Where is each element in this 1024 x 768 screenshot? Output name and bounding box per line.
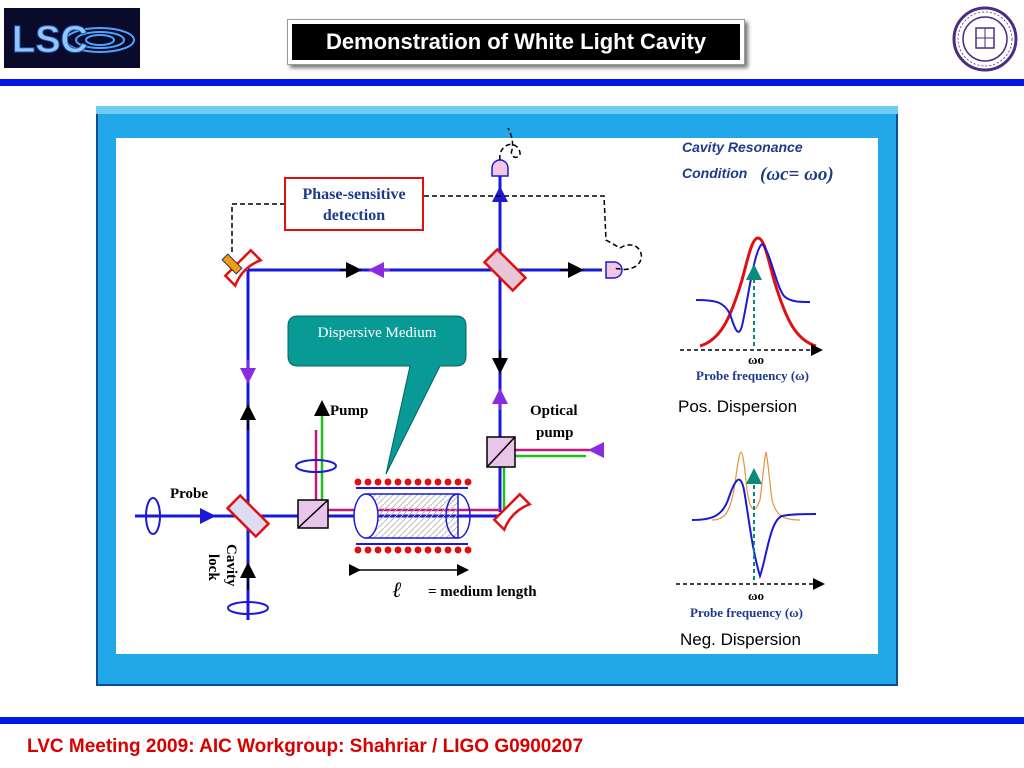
- detectors: [491, 159, 623, 279]
- title-box: Demonstration of White Light Cavity: [287, 19, 745, 65]
- neg-dispersion-plot: ωo Probe frequency (ω) Neg. Dispersion: [676, 451, 825, 649]
- detector-right: [605, 261, 623, 279]
- piezo-element: [221, 253, 243, 275]
- neg-omega-o: ωo: [748, 588, 764, 603]
- dispersive-medium-callout: Dispersive Medium: [287, 315, 467, 475]
- probe-label: Probe: [170, 486, 208, 502]
- mirror-bottom-left: [225, 493, 271, 539]
- cavity-lock-line2: lock: [205, 554, 221, 581]
- detection-wiring: [231, 127, 643, 271]
- beam-arrows: [190, 186, 604, 590]
- lsc-logo: LSC: [4, 8, 140, 68]
- slide-title: Demonstration of White Light Cavity: [292, 24, 740, 60]
- coil-dots-top: [354, 478, 472, 486]
- length-symbol: ℓ: [392, 577, 402, 602]
- footer-text: LVC Meeting 2009: AIC Workgroup: Shahria…: [27, 736, 584, 757]
- length-label: = medium length: [428, 584, 537, 600]
- dispersive-medium-cell: [353, 478, 472, 554]
- detector-top: [491, 159, 509, 177]
- dispersive-medium-label: Dispersive Medium: [318, 325, 437, 341]
- figure-frame-highlight: [96, 106, 898, 114]
- footer-rule: [0, 717, 1024, 724]
- pos-dispersion-label: Pos. Dispersion: [678, 397, 797, 416]
- detection-label-line1: Phase-sensitive: [302, 186, 405, 203]
- resonance-title: Cavity Resonance: [682, 139, 803, 155]
- mirror-top-left: [223, 248, 263, 288]
- pos-dispersion-plot: ωo Probe frequency (ω) Pos. Dispersion: [678, 236, 823, 416]
- beam-splitters: [297, 436, 516, 529]
- cavity-lock-line1: Cavity: [223, 544, 239, 587]
- mirrors: [221, 247, 532, 539]
- pos-omega-o: ωo: [748, 352, 764, 367]
- logo-text: LSC: [12, 19, 88, 61]
- optical-pump-label-line2: pump: [536, 425, 574, 441]
- phase-detection-box: Phase-sensitive detection: [284, 177, 424, 231]
- coil-dots-bottom: [354, 546, 472, 554]
- detection-label-line2: detection: [323, 207, 385, 224]
- neg-probe-frequency: Probe frequency (ω): [690, 605, 803, 620]
- waveplates: [145, 459, 337, 615]
- optical-pump-label-line1: Optical: [530, 403, 578, 419]
- resonance-equation: (ωc= ωo): [760, 164, 834, 185]
- pump-label: Pump: [330, 403, 368, 419]
- mirror-bottom-right: [492, 492, 532, 532]
- medium-length-annotation: ℓ = medium length: [349, 564, 537, 602]
- university-seal: [952, 6, 1018, 72]
- header-rule: [0, 79, 1024, 86]
- cavity-lock-label: Cavity lock: [205, 544, 239, 587]
- resonance-condition: Condition: [682, 165, 747, 181]
- mirror-top-right: [482, 247, 528, 293]
- neg-dispersion-label: Neg. Dispersion: [680, 630, 801, 649]
- pos-probe-frequency: Probe frequency (ω): [696, 368, 809, 383]
